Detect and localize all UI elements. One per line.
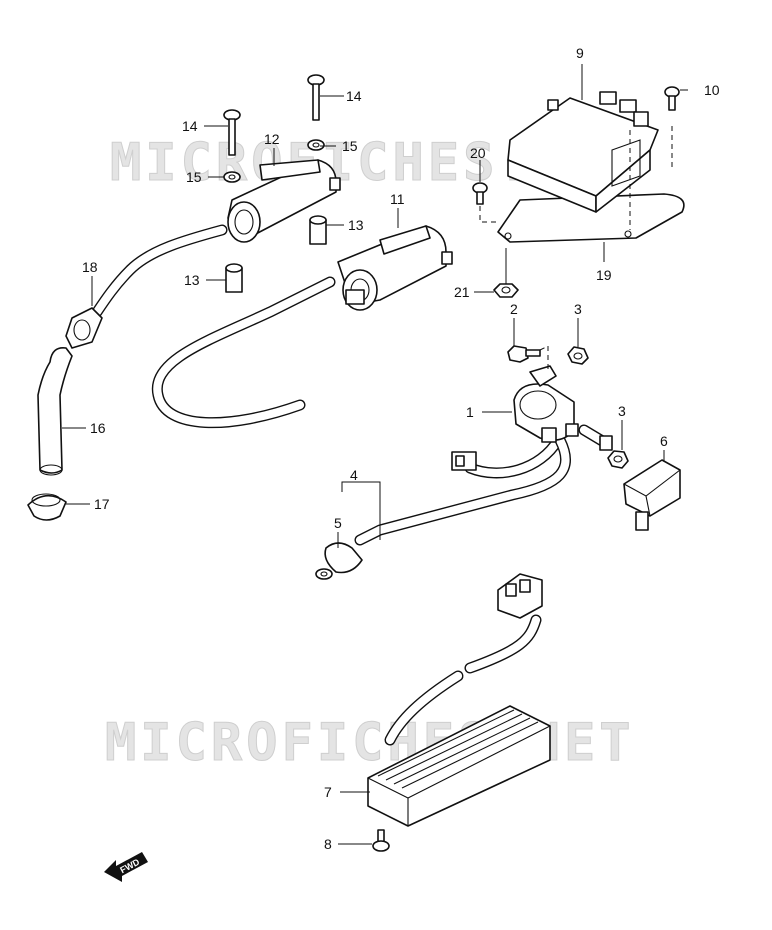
harness-connector xyxy=(451,451,477,471)
starter-relay-harness xyxy=(354,424,610,546)
callout-9: 9 xyxy=(576,45,584,61)
callout-14-right: 14 xyxy=(346,88,362,104)
callout-15-right: 15 xyxy=(342,138,358,154)
washer-15-left xyxy=(223,171,241,183)
spacer-13-bottom xyxy=(225,263,243,293)
callout-4: 4 xyxy=(350,467,358,483)
plug-cover-16 xyxy=(37,346,73,476)
regulator-rectifier-7 xyxy=(367,705,551,827)
callout-6: 6 xyxy=(660,433,668,449)
spacer-13-top xyxy=(309,215,327,245)
screw-10 xyxy=(664,86,680,111)
callout-2: 2 xyxy=(510,301,518,317)
bolt-14-left xyxy=(223,109,241,156)
seal-17 xyxy=(27,493,67,521)
fwd-arrow-icon: FWD xyxy=(104,852,148,882)
bolt-8 xyxy=(372,829,390,852)
callout-5: 5 xyxy=(334,515,342,531)
screw-20 xyxy=(472,182,488,205)
callout-15-left: 15 xyxy=(186,169,202,185)
callout-3-top: 3 xyxy=(574,301,582,317)
callout-19: 19 xyxy=(596,267,612,283)
callout-13-bottom: 13 xyxy=(184,272,200,288)
nut-3-right xyxy=(607,450,629,469)
callout-10: 10 xyxy=(704,82,720,98)
callout-16: 16 xyxy=(90,420,106,436)
callout-17: 17 xyxy=(94,496,110,512)
callout-18: 18 xyxy=(82,259,98,275)
cdi-unit-9 xyxy=(507,91,659,213)
bracket-19 xyxy=(497,193,685,243)
callout-13-top: 13 xyxy=(348,217,364,233)
callout-20: 20 xyxy=(470,145,486,161)
starter-relay-1 xyxy=(513,365,579,443)
callout-7: 7 xyxy=(324,784,332,800)
callout-12: 12 xyxy=(264,131,280,147)
callout-21: 21 xyxy=(454,284,470,300)
leader-lines xyxy=(62,64,688,845)
ignition-coil-12 xyxy=(91,159,341,318)
watermark-bottom: MICROFICHES.NET xyxy=(105,713,635,773)
nut-3-top xyxy=(567,346,589,365)
bolt-14-right xyxy=(307,74,325,121)
plug-cap-18 xyxy=(65,307,103,349)
cover-6 xyxy=(623,459,681,531)
callout-1: 1 xyxy=(466,404,474,420)
regulator-connector xyxy=(497,573,543,619)
boot-5 xyxy=(315,542,363,580)
callout-14-left: 14 xyxy=(182,118,198,134)
callout-3-right: 3 xyxy=(618,403,626,419)
callout-8: 8 xyxy=(324,836,332,852)
regulator-harness xyxy=(384,614,542,746)
washer-15-right xyxy=(307,139,325,151)
callout-11: 11 xyxy=(390,191,405,207)
bolt-2 xyxy=(507,345,541,363)
ignition-coil-11 xyxy=(151,225,453,429)
nut-21 xyxy=(493,283,519,298)
harness-terminal xyxy=(599,435,613,451)
